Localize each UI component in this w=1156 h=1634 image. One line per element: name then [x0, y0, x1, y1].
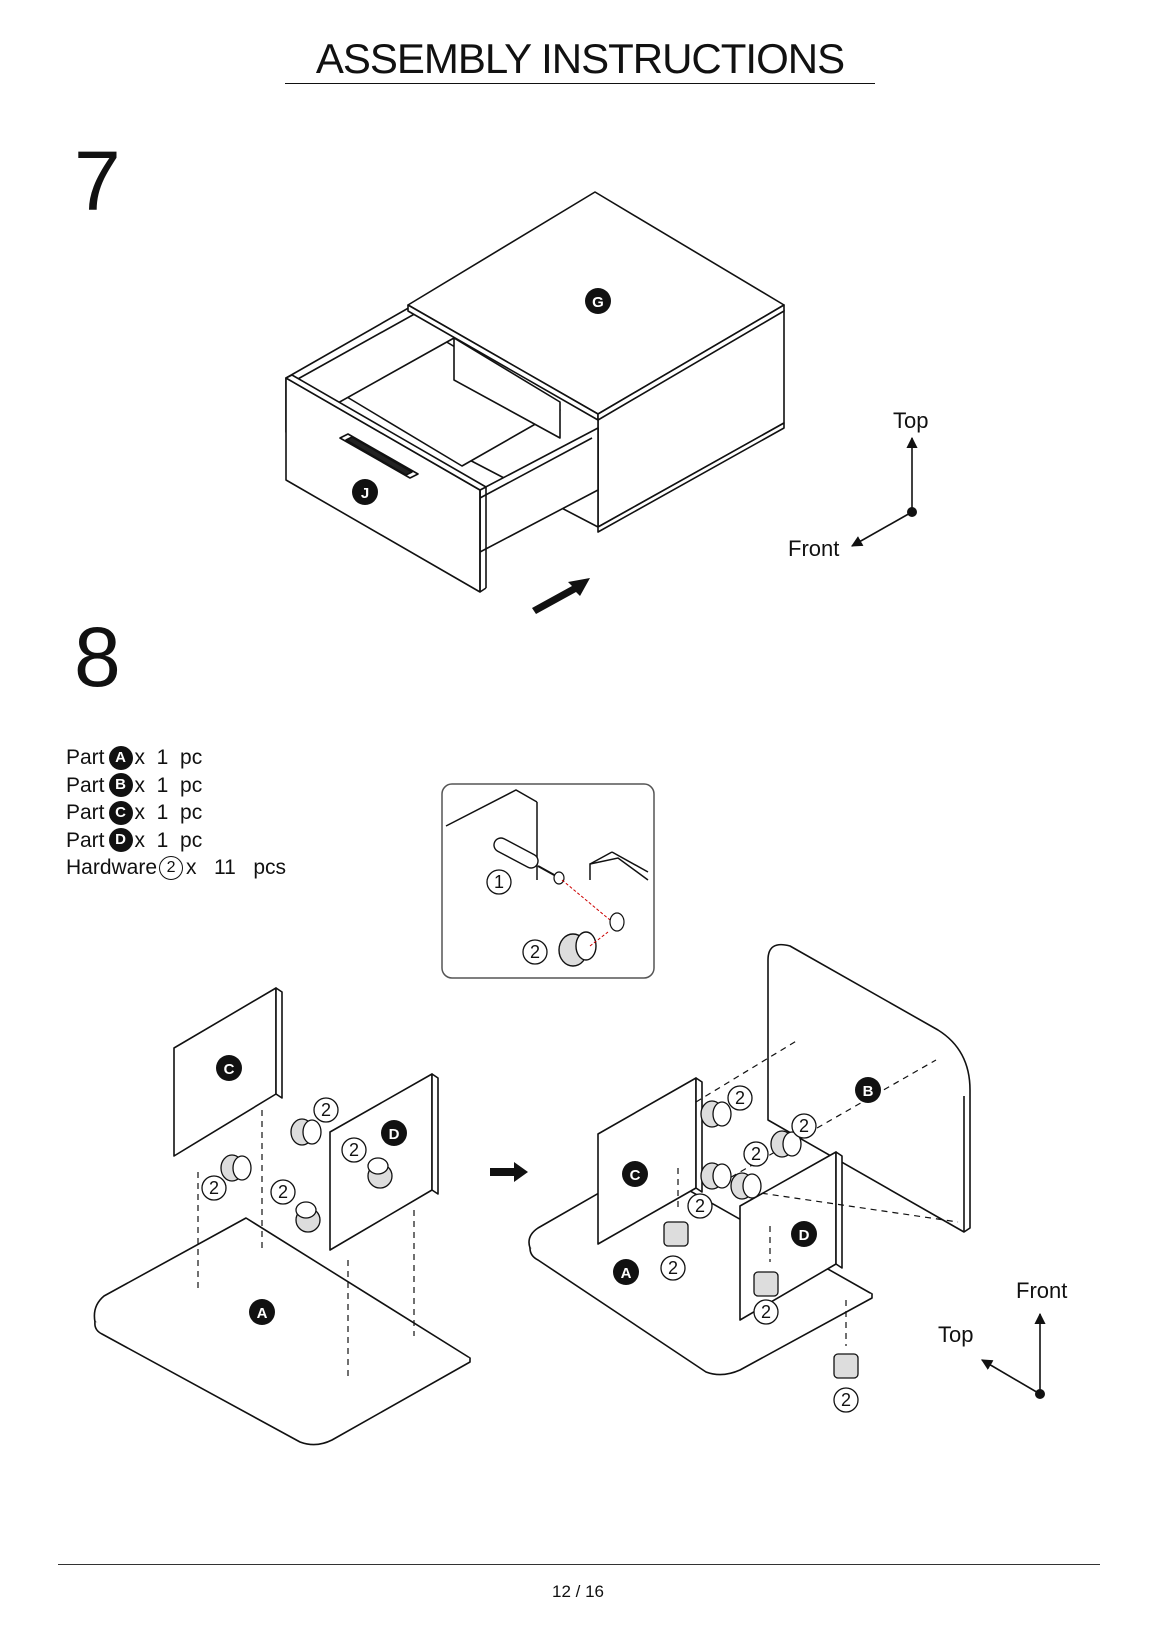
part-b-label: B — [863, 1083, 874, 1100]
title-underline — [285, 83, 875, 84]
hardware-label: 2 — [761, 1302, 771, 1322]
hardware-label: 2 — [349, 1140, 359, 1160]
hardware-label: 2 — [278, 1182, 288, 1202]
part-d-label: D — [389, 1126, 400, 1143]
axis-front-label: Front — [1016, 1278, 1067, 1303]
part-c-label: C — [224, 1061, 235, 1078]
part-qty: x 1 pc — [134, 746, 203, 769]
right-hardware-number-circles — [660, 1085, 859, 1413]
step7-nightstand-drawing — [285, 191, 785, 593]
hardware-label: 2 — [695, 1196, 705, 1216]
part-a-label: A — [257, 1305, 268, 1322]
inset-hardware-number: 2 — [530, 942, 540, 962]
part-qty: x 1 pc — [134, 828, 203, 852]
part-j-badge — [352, 479, 378, 505]
hardware-number-circle: 2 — [159, 855, 184, 880]
hardware-label: 2 — [668, 1258, 678, 1278]
page-title: ASSEMBLY INSTRUCTIONS — [315, 35, 845, 82]
part-b-badge — [855, 1077, 881, 1103]
push-arrow-icon — [532, 578, 590, 614]
hardware-qty: x 11 pcs — [186, 856, 287, 879]
left-cam-fittings — [220, 1118, 393, 1233]
part-a-badge — [613, 1259, 639, 1285]
part-word: Part — [66, 746, 105, 769]
part-word: Part — [66, 801, 105, 824]
step8-axis-icon — [981, 1312, 1046, 1399]
hardware-label: 2 — [321, 1100, 331, 1120]
left-hardware-number-circles — [201, 1097, 367, 1205]
inset-tool-number: 1 — [494, 872, 504, 892]
cam-lock-inset — [441, 783, 655, 979]
part-d-badge — [381, 1120, 407, 1146]
right-cam-fittings — [663, 1100, 859, 1379]
part-badge: A — [108, 745, 133, 770]
part-d-label: D — [799, 1227, 810, 1244]
part-badge: D — [108, 828, 133, 853]
step7-axis-icon — [851, 436, 918, 547]
part-g-label: G — [592, 294, 604, 311]
step-7-number: 7 — [74, 134, 121, 228]
part-a-badge — [249, 1299, 275, 1325]
part-j-label: J — [361, 485, 369, 502]
hardware-label: 2 — [799, 1116, 809, 1136]
right-dashed-guides — [677, 1039, 959, 1346]
hardware-label: 2 — [735, 1088, 745, 1108]
part-d-badge — [791, 1221, 817, 1247]
part-word: Part — [66, 773, 105, 797]
page-number: 12 / 16 — [552, 1582, 604, 1601]
hardware-word: Hardware — [66, 856, 158, 879]
part-c-label: C — [630, 1167, 641, 1184]
step-8-number: 8 — [74, 610, 121, 704]
part-qty: x 1 pc — [134, 801, 203, 824]
hardware-label: 2 — [209, 1178, 219, 1198]
part-c-badge — [622, 1161, 648, 1187]
left-exploded-view — [93, 987, 471, 1446]
axis-top-label: Top — [938, 1322, 973, 1347]
axis-top-label: Top — [893, 408, 928, 433]
part-g-badge — [585, 288, 611, 314]
part-c-badge — [216, 1055, 242, 1081]
footer-rule — [58, 1564, 1100, 1565]
part-a-label: A — [621, 1265, 632, 1282]
part-word: Part — [66, 828, 105, 852]
hardware-label: 2 — [841, 1390, 851, 1410]
hardware-label: 2 — [751, 1144, 761, 1164]
part-badge: B — [108, 773, 133, 798]
left-dashed-guides — [197, 1110, 415, 1376]
axis-front-label: Front — [788, 536, 839, 561]
part-qty: x 1 pc — [134, 773, 203, 797]
next-arrow-icon — [490, 1162, 528, 1182]
part-badge: C — [108, 800, 133, 825]
